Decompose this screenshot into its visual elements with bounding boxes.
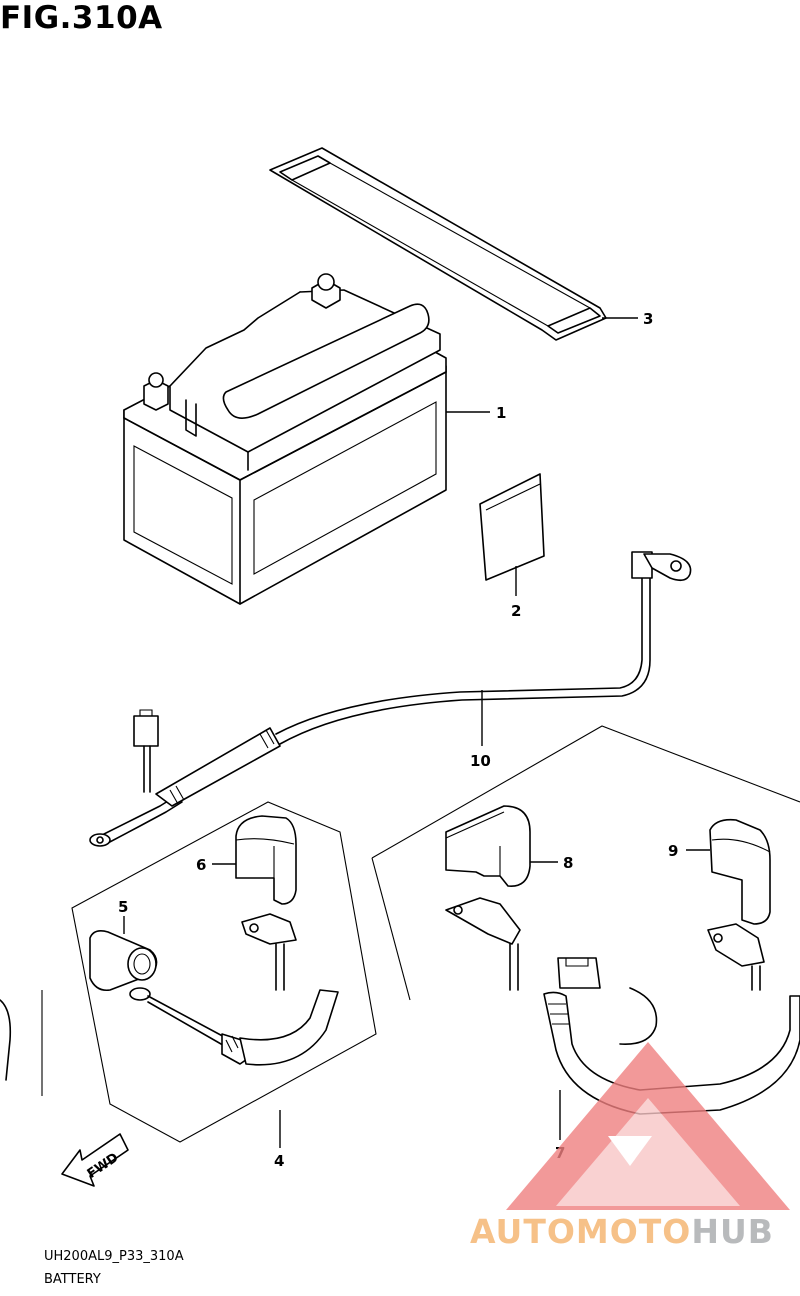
figure-code: UH200AL9_P33_310A [44,1249,184,1264]
callout-6: 6 [196,856,206,874]
callout-2: 2 [511,602,521,620]
callout-3: 3 [643,310,653,328]
watermark-text-grey: HUB [691,1212,774,1251]
terminal-cover-6 [235,815,297,905]
callout-8: 8 [563,854,573,872]
terminal-cover-9 [709,818,771,925]
callout-4: 4 [274,1152,284,1170]
callout-1: 1 [496,404,506,422]
callout-5: 5 [118,898,128,916]
assembly-7-box [371,725,800,1001]
callout-9: 9 [668,842,678,860]
cable-4 [129,913,339,1066]
boot-5 [89,930,158,992]
watermark-text-orange: AUTOMOTO [470,1212,691,1251]
assembly-4-box [71,801,377,1143]
callout-labels: 1 2 3 4 5 6 7 8 9 10 [118,310,678,1170]
terminal-cover-8 [445,805,531,887]
leader-lines [123,317,710,1148]
cable-7 [445,897,800,1115]
negative-terminal [143,372,169,411]
fwd-arrow-icon: FWD [61,1133,129,1187]
svg-text:AUTOMOTOHUB: AUTOMOTOHUB [470,1212,774,1251]
automotohub-logo: AUTOMOTOHUB [470,1042,790,1251]
figure-title: FIG.310A [0,0,163,36]
figure-caption: BATTERY [44,1272,101,1287]
battery [123,273,447,605]
lead-wire [89,551,692,847]
battery-label [479,473,545,581]
positive-terminal [311,273,341,309]
callout-10: 10 [470,752,491,770]
partial-left-cable [0,990,43,1096]
